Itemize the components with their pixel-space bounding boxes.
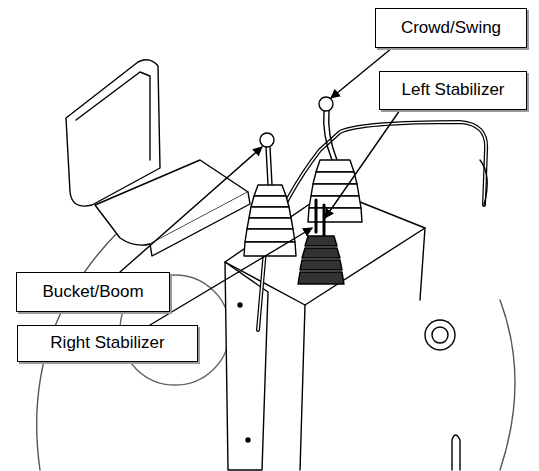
pivot-boss bbox=[425, 320, 455, 350]
stabilizer-bellows bbox=[298, 236, 344, 284]
lever-knob bbox=[319, 97, 333, 111]
callout-box: Left Stabilizer bbox=[379, 71, 527, 110]
callout-label: Left Stabilizer bbox=[402, 81, 505, 100]
pivot-pin bbox=[432, 327, 448, 343]
bolt bbox=[238, 303, 242, 307]
callout-box: Right Stabilizer bbox=[17, 325, 198, 362]
leader-line bbox=[120, 147, 262, 272]
console-front-edge bbox=[300, 305, 305, 470]
callout-label: Bucket/Boom bbox=[42, 283, 143, 302]
callout-box: Bucket/Boom bbox=[16, 272, 170, 312]
leader-line bbox=[150, 228, 312, 325]
console-back-edge bbox=[420, 228, 425, 300]
lever-stick bbox=[324, 111, 337, 160]
fitting bbox=[452, 435, 460, 470]
callout-label: Right Stabilizer bbox=[50, 334, 164, 353]
seat-backrest-edge bbox=[76, 72, 150, 160]
lever-stick bbox=[266, 147, 272, 185]
seat-cushion bbox=[95, 160, 248, 245]
callout-box: Crowd/Swing bbox=[375, 8, 527, 48]
rail-mount bbox=[480, 160, 487, 205]
stabilizer-lever bbox=[316, 200, 324, 236]
lever-bellows bbox=[244, 185, 296, 256]
lever-knob bbox=[260, 133, 274, 147]
bolt bbox=[246, 438, 250, 442]
callout-label: Crowd/Swing bbox=[401, 19, 501, 38]
leader-line bbox=[325, 110, 400, 218]
frame-arc bbox=[500, 300, 515, 470]
